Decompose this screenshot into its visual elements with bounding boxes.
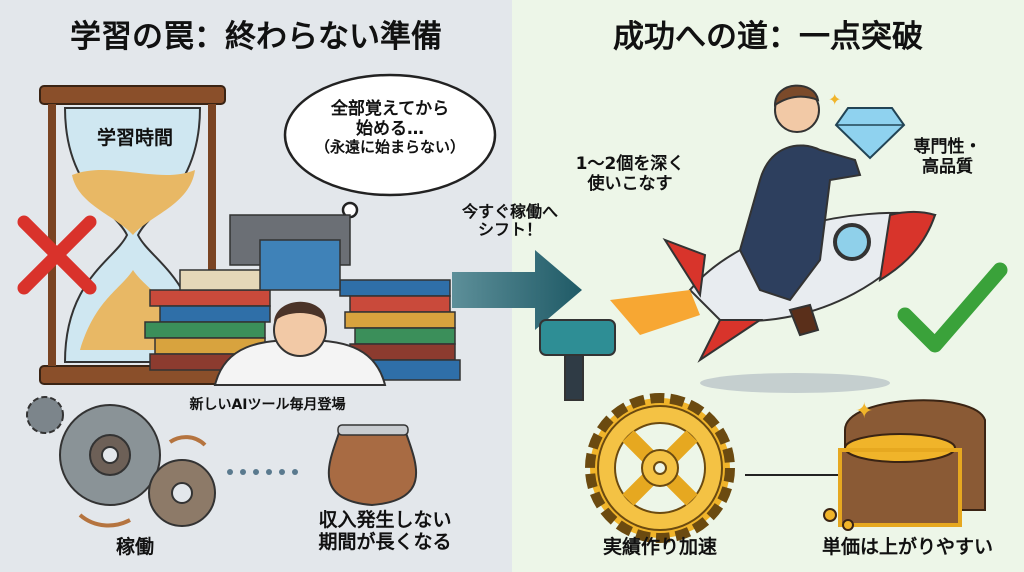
thought-text: 全部覚えてから 始める… （永遠に始まらない） — [290, 99, 490, 157]
left-title: 学習の罠：終わらない準備 — [70, 19, 442, 55]
thought-line-1: 全部覚えてから — [330, 99, 450, 119]
red-cross-icon — [17, 215, 97, 295]
gold-gear-icon — [585, 393, 735, 543]
skill-text: 1〜2個を深く 使いこなす — [565, 154, 695, 194]
hourglass-label: 学習時間 — [96, 127, 173, 149]
treasure-chest-icon: ✦ — [823, 399, 986, 531]
gear-caption: 実績作り加速 — [602, 536, 717, 558]
book-pile-icon — [144, 214, 461, 381]
businessman-icon — [738, 84, 862, 337]
rusty-gears-icon — [26, 396, 216, 528]
stressed-person-icon — [213, 301, 387, 386]
books-caption: 新しいAIツール毎月登場 — [189, 397, 346, 413]
arrow-label-line-2: シフト！ — [477, 220, 542, 240]
diamond-icon: ✦ — [828, 90, 906, 160]
shift-arrow-icon — [452, 250, 582, 330]
green-check-icon — [897, 262, 1008, 353]
thought-cloud — [283, 73, 497, 231]
skill-text-line-2: 使いこなす — [587, 173, 673, 194]
purse-caption: 収入発生しない 期間が長くなる — [290, 509, 480, 554]
gears-caption: 稼働 — [115, 536, 154, 558]
diamond-text: 専門性・ 高品質 — [900, 137, 995, 177]
right-title: 成功への道：一点突破 — [613, 19, 923, 55]
rocket-icon — [539, 211, 937, 401]
thought-line-3: （永遠に始まらない） — [314, 138, 465, 157]
svg-text:✦: ✦ — [855, 399, 873, 424]
arrow-label-line-1: 今すぐ稼働へ — [461, 202, 558, 221]
svg-text:✦: ✦ — [828, 90, 841, 109]
purse-caption-line-1: 収入発生しない — [318, 509, 452, 531]
thought-line-2: 始める… — [356, 118, 424, 139]
diamond-text-line-1: 専門性・ — [913, 137, 982, 157]
dotted-connector — [227, 469, 298, 475]
arrow-label: 今すぐ稼働へ シフト！ — [440, 202, 580, 240]
purse-caption-line-2: 期間が長くなる — [318, 530, 452, 553]
diamond-text-line-2: 高品質 — [922, 156, 973, 177]
skill-text-line-1: 1〜2個を深く — [575, 154, 685, 174]
chest-caption: 単価は上がりやすい — [821, 536, 993, 558]
empty-purse-icon — [327, 424, 417, 507]
